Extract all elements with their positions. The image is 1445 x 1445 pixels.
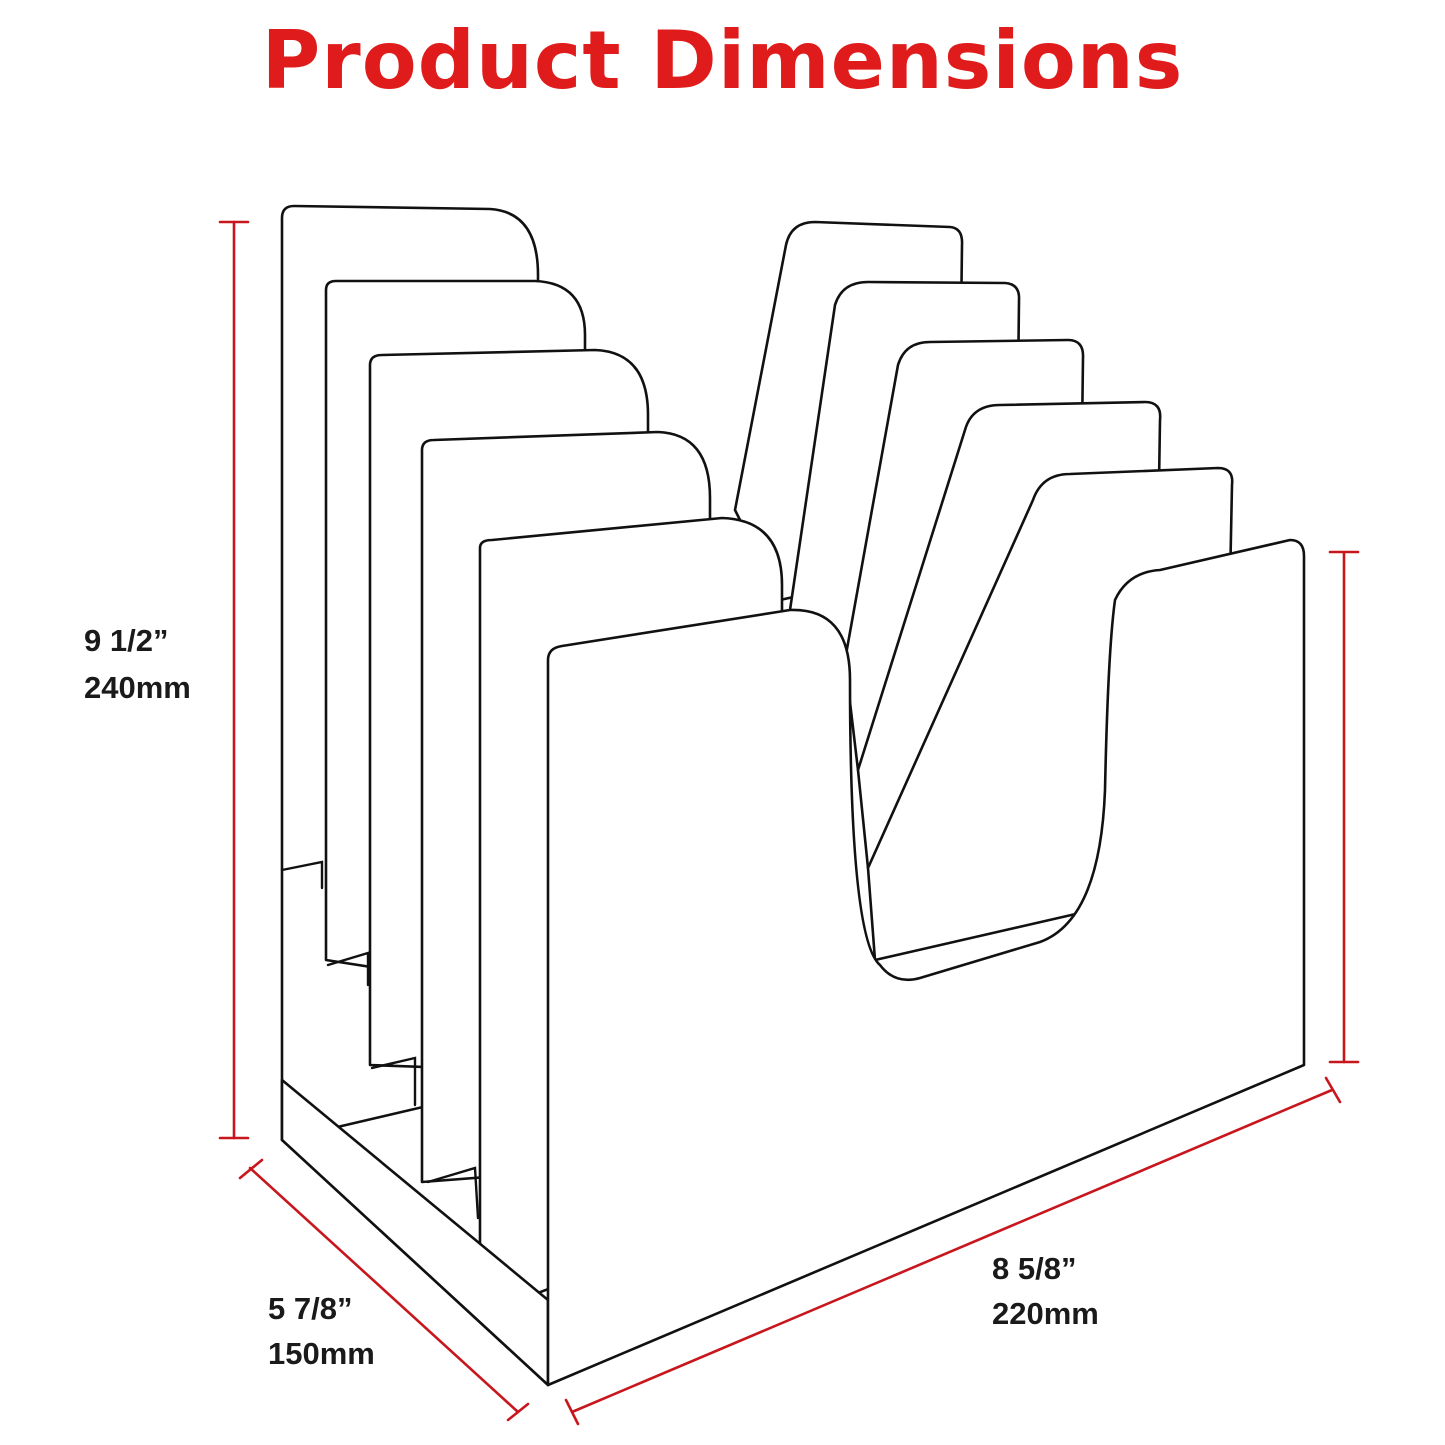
width-imperial: 8 5/8” xyxy=(992,1251,1077,1286)
front-height-dimension-line xyxy=(1328,550,1360,1064)
page-title: Product Dimensions xyxy=(261,14,1184,107)
depth-dimension-line xyxy=(238,1158,530,1422)
base-shelf-1 xyxy=(280,860,324,890)
height-label: 9 1/2” 240mm xyxy=(84,622,191,706)
depth-metric: 150mm xyxy=(268,1336,375,1371)
width-label: 8 5/8” 220mm xyxy=(992,1250,1099,1332)
depth-label: 5 7/8” 150mm xyxy=(268,1290,375,1372)
depth-imperial: 5 7/8” xyxy=(268,1291,353,1326)
base-shelf-4 xyxy=(426,1166,480,1220)
front-panel xyxy=(546,538,1306,1387)
base-shelf-2 xyxy=(326,951,370,987)
height-metric: 240mm xyxy=(84,670,191,705)
width-dimension-line xyxy=(564,1076,1342,1426)
base-shelf-3 xyxy=(370,1056,417,1107)
height-dimension-line xyxy=(218,220,250,1140)
width-metric: 220mm xyxy=(992,1296,1099,1331)
left-base-edge xyxy=(280,1138,550,1387)
height-imperial: 9 1/2” xyxy=(84,623,169,658)
